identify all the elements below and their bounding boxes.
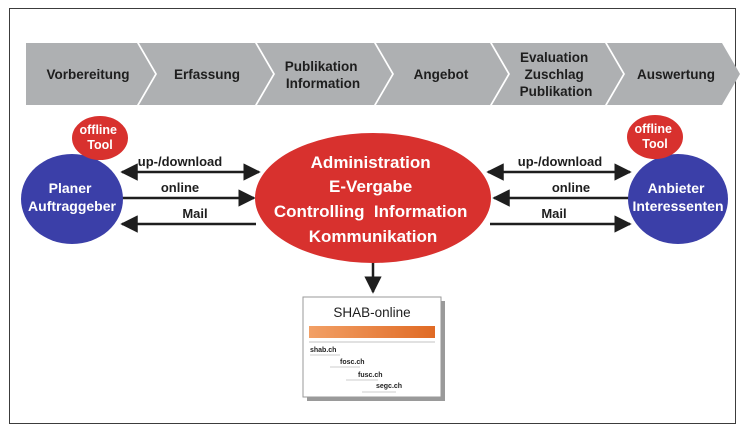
right-actor-line-2: Interessenten [632,198,723,214]
left-online-label: online [161,180,199,195]
shab-site-segc: segc.ch [376,383,402,390]
center-line-evergabe: E-Vergabe [329,177,412,196]
left-tool-line-1: offline [80,123,118,137]
phase-chevron [492,43,623,105]
svg-text:Administration E-Verga: Administration E-Vergabe Controlling Inf… [274,153,472,246]
svg-text:Planer Auftraggeber: Planer Auftraggeber [28,180,116,214]
phase-chevron [257,43,392,105]
right-tool-line-1: offline [635,122,673,136]
phase-chevron [376,43,508,105]
phase-label-angebot: Angebot [414,67,469,82]
left-mail-label: Mail [182,206,207,221]
right-actor-circle [628,154,728,244]
phase-label-publikation-information: Publikation Information [285,59,362,91]
right-actor: Anbieter Interessenten [628,154,728,244]
right-offline-tool-circle [627,115,683,159]
right-actor-line-1: Anbieter [648,180,705,196]
right-tool-line-2: Tool [642,137,667,151]
phase-label-auswertung: Auswertung [637,67,715,82]
phase-chevron [139,43,273,105]
svg-text:offline Tool: offline Tool [635,122,676,151]
left-actor-circle [21,154,123,244]
left-actor: Planer Auftraggeber [21,154,123,244]
left-tool-line-2: Tool [87,138,112,152]
right-mail-label: Mail [541,206,566,221]
shab-banner [309,326,435,338]
right-online-label: online [552,180,590,195]
phase-chevron [607,43,740,105]
svg-text:offline Tool: offline Tool [80,123,121,152]
center-ellipse [255,133,491,263]
center-line-administration: Administration [311,153,431,172]
phase-label-erfassung: Erfassung [174,67,240,82]
shab-site-shab: shab.ch [310,347,336,354]
center-line-kommunikation: Kommunikation [309,227,437,246]
svg-text:Anbieter Interessenten: Anbieter Interessenten [632,180,723,214]
center-platform: Administration E-Vergabe Controlling Inf… [255,133,491,263]
left-offline-tool-circle [72,116,128,160]
phase-chevron [26,43,155,105]
flow-arrows [120,163,632,294]
right-offline-tool: offline Tool [627,115,683,159]
phase-label-evaluation-zuschlag-publikation: Evaluation Zuschlag Publikation [520,50,593,99]
shab-online-document: SHAB-online shab.ch fosc.ch fusc.ch segc… [302,296,445,401]
phase-bar: Vorbereitung Erfassung Publikation Infor… [26,43,740,105]
shab-title: SHAB-online [333,305,410,320]
shab-site-fosc: fosc.ch [340,359,365,366]
diagram-frame [9,8,736,424]
left-actor-line-1: Planer [49,180,92,196]
shab-paper [302,296,442,398]
left-updownload-label: up-/download [138,154,223,169]
center-line-controlling-information: Controlling Information [274,202,468,221]
right-updownload-label: up-/download [518,154,603,169]
left-offline-tool: offline Tool [72,116,128,160]
left-actor-line-2: Auftraggeber [28,198,116,214]
phase-label-vorbereitung: Vorbereitung [46,67,129,82]
shab-site-fusc: fusc.ch [358,372,383,379]
